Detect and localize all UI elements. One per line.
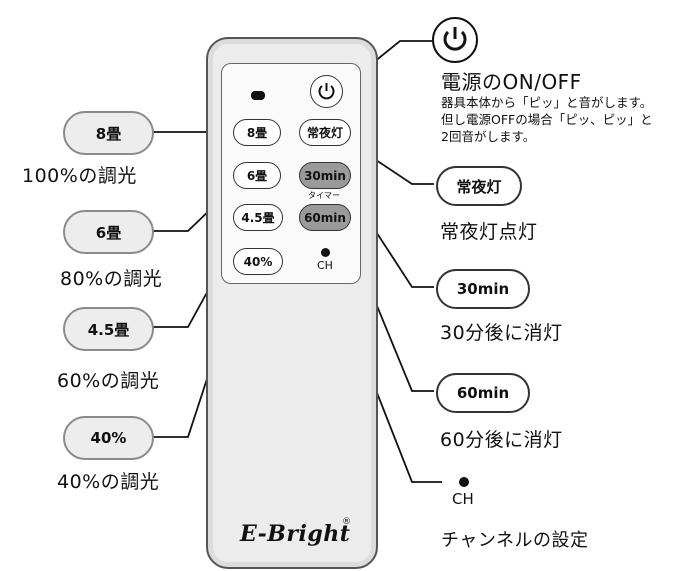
callout-6: 6畳 <box>63 210 154 254</box>
power-icon <box>318 83 335 100</box>
callout-night: 常夜灯 <box>436 166 522 206</box>
callout-30min: 30min <box>436 269 530 309</box>
desc-night: 常夜灯点灯 <box>440 221 538 243</box>
remote-button-night[interactable]: 常夜灯 <box>299 119 351 146</box>
ch-label: CH <box>452 490 474 508</box>
remote-button-60min[interactable]: 60min <box>299 204 351 231</box>
callout-40: 40% <box>63 416 154 460</box>
desc-30min: 30分後に消灯 <box>440 322 563 344</box>
remote-ch-button[interactable] <box>321 248 330 257</box>
registered-mark: ® <box>342 517 351 527</box>
desc-45: 60%の調光 <box>57 370 160 392</box>
desc-8: 100%の調光 <box>22 165 137 187</box>
power-note-3: 2回音がします。 <box>441 129 536 144</box>
remote-button-30min[interactable]: 30min <box>299 162 351 189</box>
remote-ch-label: CH <box>317 259 333 272</box>
indicator-led <box>251 91 265 100</box>
power-callout-icon <box>432 17 478 63</box>
power-button[interactable] <box>310 75 343 108</box>
power-note-1: 器具本体から「ピッ」と音がします。 <box>441 95 653 110</box>
remote-button-45[interactable]: 4.5畳 <box>233 204 283 231</box>
callout-8: 8畳 <box>63 111 154 155</box>
remote-button-8[interactable]: 8畳 <box>233 119 281 146</box>
power-title: 電源のON/OFF <box>441 70 582 94</box>
power-icon <box>443 27 467 51</box>
desc-6: 80%の調光 <box>60 268 163 290</box>
remote-button-6[interactable]: 6畳 <box>233 162 281 189</box>
desc-ch: チャンネルの設定 <box>441 530 589 551</box>
remote-button-40[interactable]: 40% <box>233 248 283 275</box>
power-note-2: 但し電源OFFの場合「ピッ、ピッ」と <box>441 112 653 127</box>
callout-60min: 60min <box>436 373 530 413</box>
desc-40: 40%の調光 <box>57 471 160 493</box>
ch-dot <box>459 477 469 487</box>
timer-label: タイマー <box>308 191 340 200</box>
desc-60min: 60分後に消灯 <box>440 429 563 451</box>
callout-45: 4.5畳 <box>63 307 154 351</box>
brand-logo: E-Bright <box>240 521 351 547</box>
